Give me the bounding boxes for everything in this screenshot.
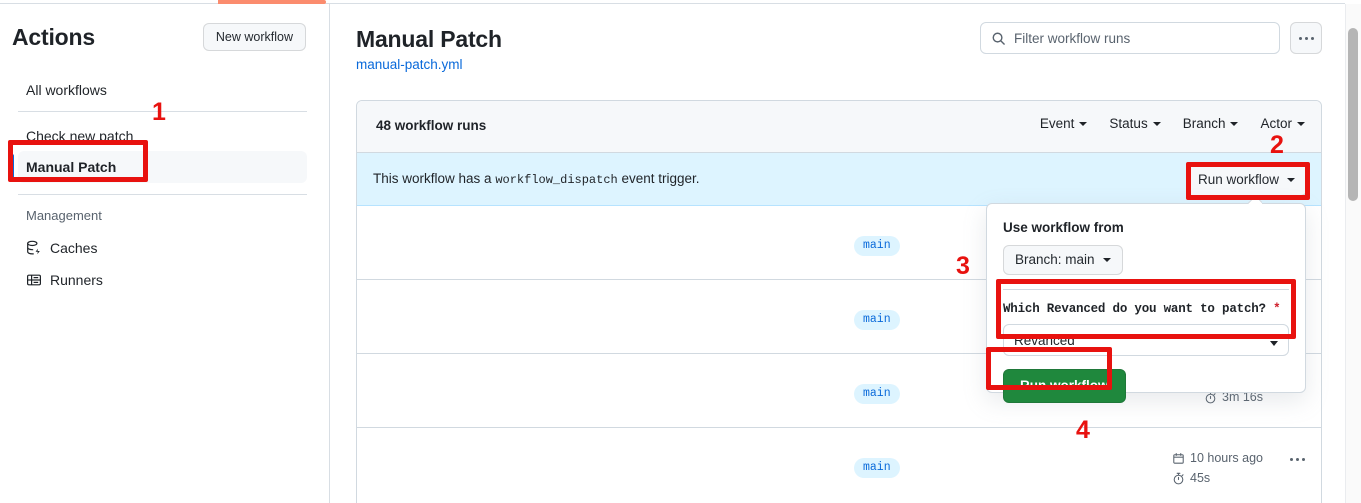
branch-select-label: Branch: main: [1015, 252, 1095, 267]
filter-event[interactable]: Event: [1040, 116, 1088, 131]
page-scrollbar-thumb[interactable]: [1348, 28, 1358, 201]
run-timestamp: 10 hours ago: [1172, 448, 1263, 468]
revanced-select-value: Revanced: [1014, 332, 1075, 348]
workflow-runs-header: 48 workflow runs Event Status Branch: [357, 101, 1321, 153]
sidebar-item-manual-patch[interactable]: Manual Patch: [10, 151, 307, 183]
popover-arrow: [1248, 196, 1262, 205]
required-marker: *: [1273, 302, 1281, 316]
filter-actor[interactable]: Actor: [1260, 116, 1305, 131]
workflow-file-link[interactable]: manual-patch.yml: [356, 57, 463, 72]
dispatch-banner-text: This workflow has a workflow_dispatch ev…: [373, 171, 700, 187]
sidebar-divider-2: [18, 194, 307, 195]
page-loading-bar: [218, 0, 326, 4]
chevron-down-icon: [1152, 121, 1161, 126]
run-workflow-submit-button[interactable]: Run workflow: [1003, 369, 1126, 403]
chevron-down-icon: [1102, 258, 1111, 262]
sidebar-item-label: Manual Patch: [26, 159, 117, 175]
workflow-runs-count: 48 workflow runs: [376, 118, 487, 133]
sidebar-divider-1: [18, 111, 307, 112]
input-field-label-text: Which Revanced do you want to patch?: [1003, 302, 1266, 316]
annotation-number-2: 2: [1270, 131, 1284, 159]
run-workflow-dropdown-button[interactable]: Run workflow: [1185, 164, 1307, 196]
workflow-dispatch-banner: This workflow has a workflow_dispatch ev…: [357, 153, 1321, 206]
run-duration: 45s: [1172, 468, 1263, 488]
calendar-icon: [1173, 452, 1184, 464]
run-duration: 3m 16s: [1204, 387, 1263, 407]
page-title: Manual Patch: [356, 26, 502, 52]
sidebar-item-runners[interactable]: Runners: [18, 264, 307, 296]
run-duration-text: 3m 16s: [1222, 390, 1263, 404]
chevron-down-icon: [1287, 178, 1295, 182]
branch-select-button[interactable]: Branch: main: [1003, 245, 1123, 275]
annotation-number-4: 4: [1076, 416, 1090, 444]
dispatch-event-code: workflow_dispatch: [495, 173, 618, 187]
filter-label: Event: [1039, 116, 1075, 131]
filter-label: Status: [1109, 116, 1148, 131]
chevron-down-icon: [1230, 121, 1239, 126]
dispatch-text-after: event trigger.: [621, 171, 700, 186]
filter-label: Actor: [1260, 116, 1292, 131]
chevron-down-icon: [1297, 121, 1305, 126]
run-meta: 10 hours ago 45s: [1172, 448, 1263, 488]
branch-badge[interactable]: main: [854, 384, 900, 404]
new-workflow-button[interactable]: New workflow: [202, 23, 306, 51]
sidebar-section-management: Management: [26, 208, 102, 223]
popover-divider: [1003, 289, 1289, 290]
sidebar-header: Actions New workflow: [12, 23, 306, 51]
use-workflow-from-label: Use workflow from: [1003, 220, 1124, 235]
branch-badge[interactable]: main: [854, 236, 900, 256]
filter-branch[interactable]: Branch: [1183, 116, 1239, 131]
kebab-dot: [1304, 36, 1308, 40]
chevron-down-icon: [1079, 121, 1088, 126]
run-meta: 3m 16s: [1204, 387, 1263, 407]
sidebar-item-all-workflows[interactable]: All workflows: [18, 74, 307, 106]
kebab-dot: [1302, 458, 1305, 461]
cache-icon: [26, 240, 42, 256]
kebab-dot: [1310, 36, 1314, 40]
input-field-label: Which Revanced do you want to patch? *: [987, 290, 1305, 316]
revanced-select[interactable]: Revanced: [1003, 324, 1289, 356]
page-scrollbar-track[interactable]: [1345, 4, 1361, 503]
filter-status[interactable]: Status: [1109, 116, 1161, 131]
sidebar-item-label: All workflows: [26, 82, 107, 98]
sidebar-title: Actions: [12, 24, 95, 50]
actions-sidebar: Actions New workflow All workflows Check…: [0, 4, 330, 503]
select-updown-icon: [1270, 334, 1278, 346]
run-workflow-popover: Use workflow from Branch: main Which Rev…: [986, 203, 1306, 403]
sidebar-item-label: Runners: [50, 272, 103, 288]
main-content: Manual Patch manual-patch.yml 48 workflo…: [331, 4, 1345, 503]
run-duration-text: 45s: [1190, 471, 1211, 485]
kebab-dot: [1290, 458, 1293, 461]
filter-label: Branch: [1182, 116, 1226, 131]
top-divider: [0, 3, 1345, 4]
kebab-dot: [1298, 36, 1302, 40]
annotation-number-1: 1: [152, 98, 166, 126]
run-timestamp-text: 10 hours ago: [1190, 451, 1263, 465]
workflow-runs-filters: Event Status Branch Actor: [1040, 116, 1305, 131]
run-workflow-dropdown-label: Run workflow: [1197, 172, 1279, 187]
stopwatch-icon: [1173, 472, 1184, 484]
server-icon: [26, 272, 42, 288]
row-more-options-button[interactable]: [1290, 458, 1305, 461]
sidebar-item-label: Check new patch: [26, 128, 134, 144]
search-input[interactable]: [1014, 30, 1264, 46]
use-workflow-from-section: Use workflow from Branch: main: [987, 204, 1305, 290]
page-more-options-button[interactable]: [1290, 22, 1322, 54]
sidebar-item-label: Caches: [50, 240, 98, 256]
table-row[interactable]: main 10 hours ago: [357, 428, 1321, 502]
sidebar-item-caches[interactable]: Caches: [18, 232, 307, 264]
dispatch-text-before: This workflow has a: [373, 171, 492, 186]
branch-badge[interactable]: main: [854, 310, 900, 330]
kebab-dot: [1296, 458, 1299, 461]
annotation-number-3: 3: [956, 252, 970, 280]
branch-badge[interactable]: main: [854, 458, 900, 478]
search-icon: [991, 31, 1006, 46]
search-box[interactable]: [980, 22, 1280, 54]
